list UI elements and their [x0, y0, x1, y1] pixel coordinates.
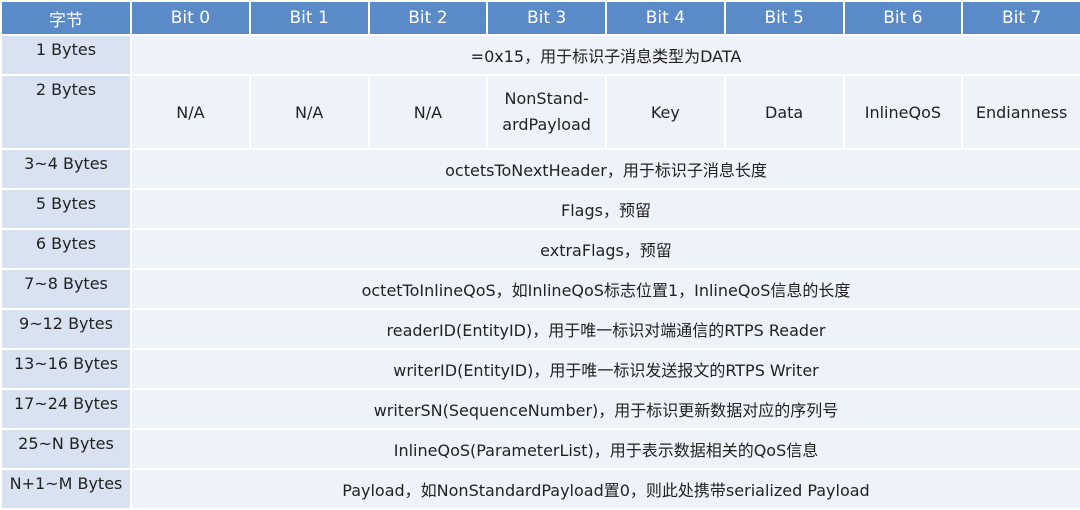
flag-bit-0: N/A — [130, 74, 251, 150]
table-row-flags: 2 Bytes N/A N/A N/A NonStand-ardPayload … — [0, 74, 1080, 150]
table-row: 1 Bytes =0x15，用于标识子消息类型为DATA — [0, 34, 1080, 76]
row-value: Flags，预留 — [130, 188, 1080, 230]
flag-bit-6: InlineQoS — [842, 74, 964, 150]
table-row: N+1~M Bytes Payload，如NonStandardPayload置… — [0, 468, 1080, 510]
row-label: 7~8 Bytes — [0, 268, 132, 310]
row-value: extraFlags，预留 — [130, 228, 1080, 270]
header-bit-7: Bit 7 — [961, 0, 1080, 36]
flag-bit-1: N/A — [248, 74, 370, 150]
header-bit-5: Bit 5 — [723, 0, 845, 36]
header-byte: 字节 — [0, 0, 132, 36]
row-value: =0x15，用于标识子消息类型为DATA — [130, 34, 1080, 76]
row-label: 25~N Bytes — [0, 428, 132, 470]
table-row: 6 Bytes extraFlags，预留 — [0, 228, 1080, 270]
row-label: 3~4 Bytes — [0, 148, 132, 190]
row-label: 2 Bytes — [0, 74, 132, 150]
table-row: 9~12 Bytes readerID(EntityID)，用于唯一标识对端通信… — [0, 308, 1080, 350]
header-bit-2: Bit 2 — [367, 0, 489, 36]
flag-bit-3: NonStand-ardPayload — [486, 74, 607, 150]
table-row: 17~24 Bytes writerSN(SequenceNumber)，用于标… — [0, 388, 1080, 430]
row-value: Payload，如NonStandardPayload置0，则此处携带seria… — [130, 468, 1080, 510]
header-bit-6: Bit 6 — [842, 0, 964, 36]
table-row: 5 Bytes Flags，预留 — [0, 188, 1080, 230]
row-value: octetToInlineQoS，如InlineQoS标志位置1，InlineQ… — [130, 268, 1080, 310]
table-row: 3~4 Bytes octetsToNextHeader，用于标识子消息长度 — [0, 148, 1080, 190]
row-value: InlineQoS(ParameterList)，用于表示数据相关的QoS信息 — [130, 428, 1080, 470]
table-row: 13~16 Bytes writerID(EntityID)，用于唯一标识发送报… — [0, 348, 1080, 390]
flag-bit-7: Endianness — [961, 74, 1080, 150]
table-row: 7~8 Bytes octetToInlineQoS，如InlineQoS标志位… — [0, 268, 1080, 310]
table-row: 25~N Bytes InlineQoS(ParameterList)，用于表示… — [0, 428, 1080, 470]
row-value: writerID(EntityID)，用于唯一标识发送报文的RTPS Write… — [130, 348, 1080, 390]
row-label: 13~16 Bytes — [0, 348, 132, 390]
row-label: N+1~M Bytes — [0, 468, 132, 510]
header-bit-4: Bit 4 — [605, 0, 726, 36]
row-value: octetsToNextHeader，用于标识子消息长度 — [130, 148, 1080, 190]
flag-bit-2: N/A — [367, 74, 489, 150]
flag-bit-4: Key — [605, 74, 726, 150]
header-bit-3: Bit 3 — [486, 0, 607, 36]
row-value: writerSN(SequenceNumber)，用于标识更新数据对应的序列号 — [130, 388, 1080, 430]
header-bit-0: Bit 0 — [130, 0, 251, 36]
row-label: 5 Bytes — [0, 188, 132, 230]
flag-bit-5: Data — [723, 74, 845, 150]
row-label: 9~12 Bytes — [0, 308, 132, 350]
row-label: 17~24 Bytes — [0, 388, 132, 430]
row-label: 6 Bytes — [0, 228, 132, 270]
header-row: 字节 Bit 0 Bit 1 Bit 2 Bit 3 Bit 4 Bit 5 B… — [0, 0, 1080, 36]
row-label: 1 Bytes — [0, 34, 132, 76]
header-bit-1: Bit 1 — [248, 0, 370, 36]
row-value: readerID(EntityID)，用于唯一标识对端通信的RTPS Reade… — [130, 308, 1080, 350]
